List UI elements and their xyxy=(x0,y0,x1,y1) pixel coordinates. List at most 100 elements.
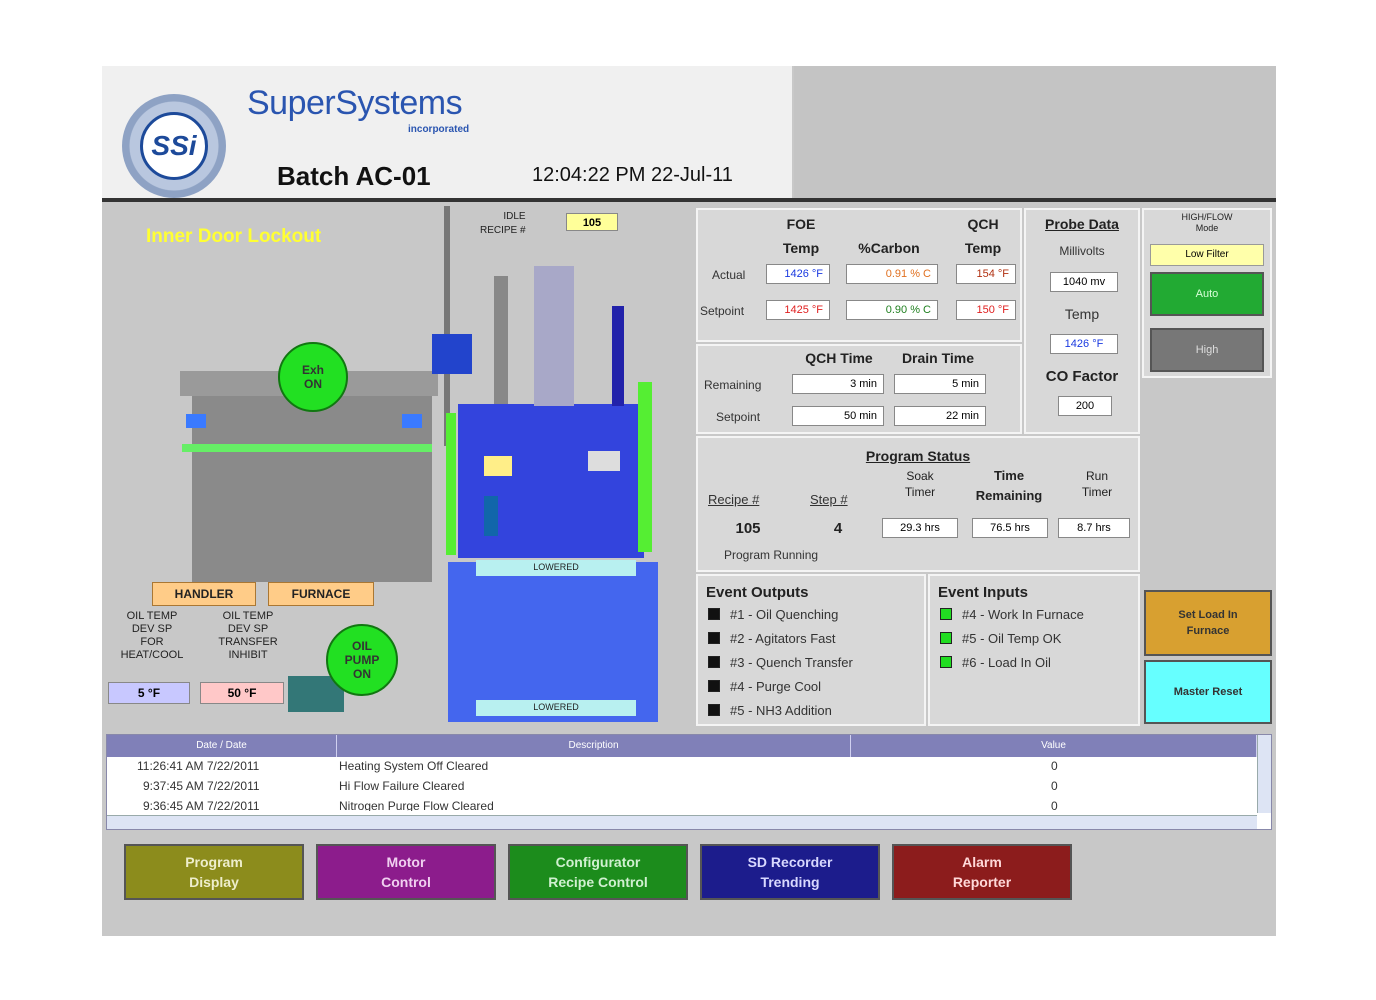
event-input-label: #5 - Oil Temp OK xyxy=(962,630,1062,646)
actual-qch-temp: 154 °F xyxy=(956,264,1016,284)
probe-temp-label: Temp xyxy=(1064,306,1100,322)
millivolts-label: Millivolts xyxy=(1059,244,1105,258)
event-output-item: #3 - Quench Transfer xyxy=(708,650,922,674)
setpoint-qch-temp[interactable]: 150 °F xyxy=(956,300,1016,320)
setpoint-drain-time[interactable]: 22 min xyxy=(894,406,986,426)
time-remaining-value: 76.5 hrs xyxy=(972,518,1048,538)
event-input-item: #5 - Oil Temp OK xyxy=(940,626,1136,650)
lowered-tag-1: LOWERED xyxy=(533,562,579,572)
header-panel: SSi SuperSystems incorporated Batch AC-0… xyxy=(102,66,792,198)
event-output-label: #1 - Oil Quenching xyxy=(730,606,839,622)
furnace-pipe-1 xyxy=(494,276,508,404)
logo-text: SSi xyxy=(140,112,208,180)
carbon-header: %Carbon xyxy=(858,240,920,256)
input-status-icon xyxy=(940,608,952,620)
log-description: Hi Flow Failure Cleared xyxy=(339,779,465,793)
furnace-window xyxy=(484,456,512,476)
event-output-label: #5 - NH3 Addition xyxy=(730,702,832,718)
exhaust-fan-indicator[interactable]: Exh ON xyxy=(278,342,348,412)
lower-tag-1-bg xyxy=(476,560,636,576)
oil-temp-transfer-label: OIL TEMP DEV SP TRANSFER INHIBIT xyxy=(218,610,278,661)
probe-data-panel: Probe Data Millivolts 1040 mv Temp 1426 … xyxy=(1024,208,1140,434)
handler-valve-right xyxy=(402,414,422,428)
setpoint-time-label: Setpoint xyxy=(716,410,761,424)
set-load-in-furnace-button[interactable]: Set Load In Furnace xyxy=(1144,590,1272,656)
event-output-label: #4 - Purge Cool xyxy=(730,678,822,694)
furnace-fan xyxy=(484,496,498,536)
event-outputs-panel: Event Outputs #1 - Oil Quenching #2 - Ag… xyxy=(696,574,926,726)
table-row[interactable]: 9:36:45 AM 7/22/2011 Nitrogen Purge Flow… xyxy=(107,799,1257,811)
event-inputs-title: Event Inputs xyxy=(938,584,1029,601)
oil-temp-transfer-input[interactable]: 50 °F xyxy=(200,682,284,704)
oil-temp-heatcool-input[interactable]: 5 °F xyxy=(108,682,190,704)
event-outputs-title: Event Outputs xyxy=(706,584,809,601)
auto-button[interactable]: Auto xyxy=(1150,272,1264,316)
log-horizontal-scrollbar[interactable] xyxy=(107,815,1257,829)
program-display-button[interactable]: Program Display xyxy=(124,844,304,900)
qch-time-header: QCH Time xyxy=(805,350,873,366)
table-row[interactable]: 9:37:45 AM 7/22/2011 Hi Flow Failure Cle… xyxy=(107,779,1257,799)
log-time: 11:26:41 AM 7/22/2011 xyxy=(137,759,260,773)
setpoint-carbon[interactable]: 0.90 % C xyxy=(846,300,938,320)
event-outputs-list: #1 - Oil Quenching #2 - Agitators Fast #… xyxy=(708,602,922,722)
lowered-tag-2: LOWERED xyxy=(533,702,579,712)
sd-recorder-trending-button[interactable]: SD Recorder Trending xyxy=(700,844,880,900)
time-remaining-label-1: Time xyxy=(993,468,1025,483)
header-blank-area xyxy=(794,66,1276,198)
header-divider xyxy=(102,198,1276,202)
oil-pump-indicator[interactable]: OIL PUMP ON xyxy=(326,624,398,696)
log-value: 0 xyxy=(1051,779,1058,793)
soak-timer-value: 29.3 hrs xyxy=(882,518,958,538)
temperature-panel: FOE Temp %Carbon QCH Temp Actual Setpoin… xyxy=(696,208,1022,342)
event-input-label: #6 - Load In Oil xyxy=(962,654,1051,670)
idle-recipe-label: IDLE RECIPE # xyxy=(480,210,526,238)
log-vertical-scrollbar[interactable] xyxy=(1257,735,1271,813)
recipe-label: RECIPE # xyxy=(480,225,526,236)
ssi-logo: SSi xyxy=(122,94,226,198)
drain-time-header: Drain Time xyxy=(901,350,975,366)
table-row[interactable]: 11:26:41 AM 7/22/2011 Heating System Off… xyxy=(107,759,1257,779)
co-factor-value[interactable]: 200 xyxy=(1058,396,1112,416)
actual-label: Actual xyxy=(712,268,746,282)
log-header-date[interactable]: Date / Date xyxy=(107,735,337,757)
idle-recipe-value[interactable]: 105 xyxy=(566,213,618,231)
low-filter-status: Low Filter xyxy=(1150,244,1264,266)
furnace-pipe-2 xyxy=(612,306,624,406)
log-header-value[interactable]: Value xyxy=(851,735,1257,757)
handler-chamber xyxy=(192,396,432,582)
setpoint-qch-time[interactable]: 50 min xyxy=(792,406,884,426)
event-output-item: #5 - NH3 Addition xyxy=(708,698,922,722)
configurator-recipe-control-button[interactable]: Configurator Recipe Control xyxy=(508,844,688,900)
soak-timer-label: Soak Timer xyxy=(904,469,936,499)
program-running-status: Program Running xyxy=(724,548,819,562)
motor-control-button[interactable]: Motor Control xyxy=(316,844,496,900)
alarm-log-table[interactable]: Date / Date Description Value 11:26:41 A… xyxy=(106,734,1272,830)
remaining-label: Remaining xyxy=(704,378,762,392)
brand-name: SuperSystems xyxy=(247,84,463,122)
event-inputs-list: #4 - Work In Furnace #5 - Oil Temp OK #6… xyxy=(940,602,1136,674)
log-description: Nitrogen Purge Flow Cleared xyxy=(339,799,494,811)
actual-carbon: 0.91 % C xyxy=(846,264,938,284)
alarm-reporter-button[interactable]: Alarm Reporter xyxy=(892,844,1072,900)
setpoint-label: Setpoint xyxy=(700,304,745,318)
furnace-button[interactable]: FURNACE xyxy=(268,582,374,606)
high-button[interactable]: High xyxy=(1150,328,1264,372)
clock-display: 12:04:22 PM 22-Jul-11 xyxy=(532,164,733,186)
flow-mode-panel: HIGH/FLOW Mode Low Filter Auto High xyxy=(1142,208,1272,378)
event-input-item: #6 - Load In Oil xyxy=(940,650,1136,674)
lockout-warning: Inner Door Lockout xyxy=(146,226,322,247)
handler-button[interactable]: HANDLER xyxy=(152,582,256,606)
event-inputs-panel: Event Inputs #4 - Work In Furnace #5 - O… xyxy=(928,574,1140,726)
furnace-gauge xyxy=(588,451,620,471)
hoist-rail xyxy=(444,206,450,446)
millivolts-value: 1040 mv xyxy=(1050,272,1118,292)
setpoint-foe-temp[interactable]: 1425 °F xyxy=(766,300,830,320)
master-reset-button[interactable]: Master Reset xyxy=(1144,660,1272,724)
furnace-drawing xyxy=(180,206,658,722)
qch-header-temp: Temp xyxy=(964,240,1002,256)
log-time: 9:37:45 AM 7/22/2011 xyxy=(143,779,260,793)
log-header-description[interactable]: Description xyxy=(337,735,851,757)
times-panel: QCH Time Drain Time Remaining Setpoint 3… xyxy=(696,344,1022,434)
actual-foe-temp: 1426 °F xyxy=(766,264,830,284)
input-status-icon xyxy=(940,656,952,668)
